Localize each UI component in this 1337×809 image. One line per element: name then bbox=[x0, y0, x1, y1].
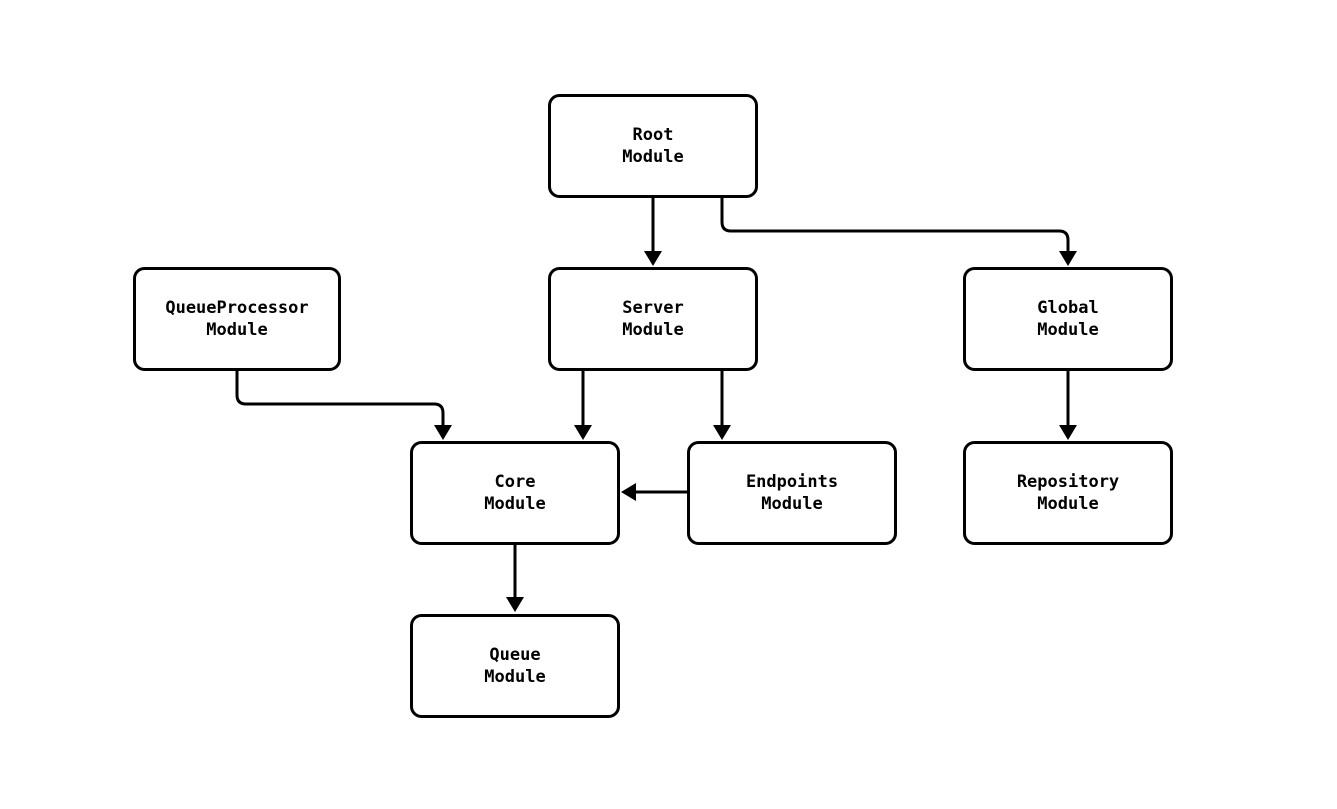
node-box-queue[interactable] bbox=[410, 614, 620, 718]
edges-layer bbox=[235, 198, 1077, 612]
edge-queueprocessor-to-core bbox=[235, 371, 452, 440]
arrowhead-queueprocessor-to-core bbox=[434, 425, 452, 440]
node-label-line2-queueprocessor: Module bbox=[206, 320, 267, 340]
edge-global-to-repository bbox=[1059, 371, 1077, 440]
node-box-endpoints[interactable] bbox=[687, 441, 897, 545]
edge-server-to-endpoints bbox=[713, 371, 731, 440]
node-label-line2-core: Module bbox=[484, 494, 545, 514]
node-label-line2-server: Module bbox=[622, 320, 683, 340]
node-label-line2-endpoints: Module bbox=[761, 494, 822, 514]
edge-line-queueprocessor-to-core bbox=[235, 371, 445, 426]
arrowhead-endpoints-to-core bbox=[621, 483, 636, 501]
arrowhead-root-to-server bbox=[644, 251, 662, 266]
node-box-core[interactable] bbox=[410, 441, 620, 545]
node-box-server[interactable] bbox=[548, 267, 758, 371]
node-box-global[interactable] bbox=[963, 267, 1173, 371]
node-label-line2-global: Module bbox=[1037, 320, 1098, 340]
edge-line-root-to-global bbox=[720, 198, 1070, 252]
node-label-line1-repository: Repository bbox=[1017, 472, 1119, 492]
arrowhead-server-to-core bbox=[574, 425, 592, 440]
node-label-line1-server: Server bbox=[622, 298, 683, 318]
node-label-line2-root: Module bbox=[622, 147, 683, 167]
arrowhead-core-to-queue bbox=[506, 597, 524, 612]
node-label-line2-repository: Module bbox=[1037, 494, 1098, 514]
arrowhead-root-to-global bbox=[1059, 251, 1077, 266]
node-box-repository[interactable] bbox=[963, 441, 1173, 545]
edge-core-to-queue bbox=[506, 545, 524, 612]
edge-root-to-global bbox=[720, 198, 1077, 266]
node-label-line1-queue: Queue bbox=[489, 645, 540, 665]
node-label-line1-root: Root bbox=[633, 125, 674, 145]
nodes-layer: RootModuleQueueProcessorModuleServerModu… bbox=[133, 94, 1173, 718]
edge-server-to-core bbox=[574, 371, 592, 440]
node-label-line2-queue: Module bbox=[484, 667, 545, 687]
node-label-line1-global: Global bbox=[1037, 298, 1098, 318]
edge-root-to-server bbox=[644, 198, 662, 266]
arrowhead-global-to-repository bbox=[1059, 425, 1077, 440]
node-box-queueprocessor[interactable] bbox=[133, 267, 341, 371]
arrowhead-server-to-endpoints bbox=[713, 425, 731, 440]
node-label-line1-core: Core bbox=[495, 472, 536, 492]
node-box-root[interactable] bbox=[548, 94, 758, 198]
edge-endpoints-to-core bbox=[621, 483, 687, 501]
node-label-line1-endpoints: Endpoints bbox=[746, 472, 838, 492]
node-label-line1-queueprocessor: QueueProcessor bbox=[165, 298, 308, 318]
